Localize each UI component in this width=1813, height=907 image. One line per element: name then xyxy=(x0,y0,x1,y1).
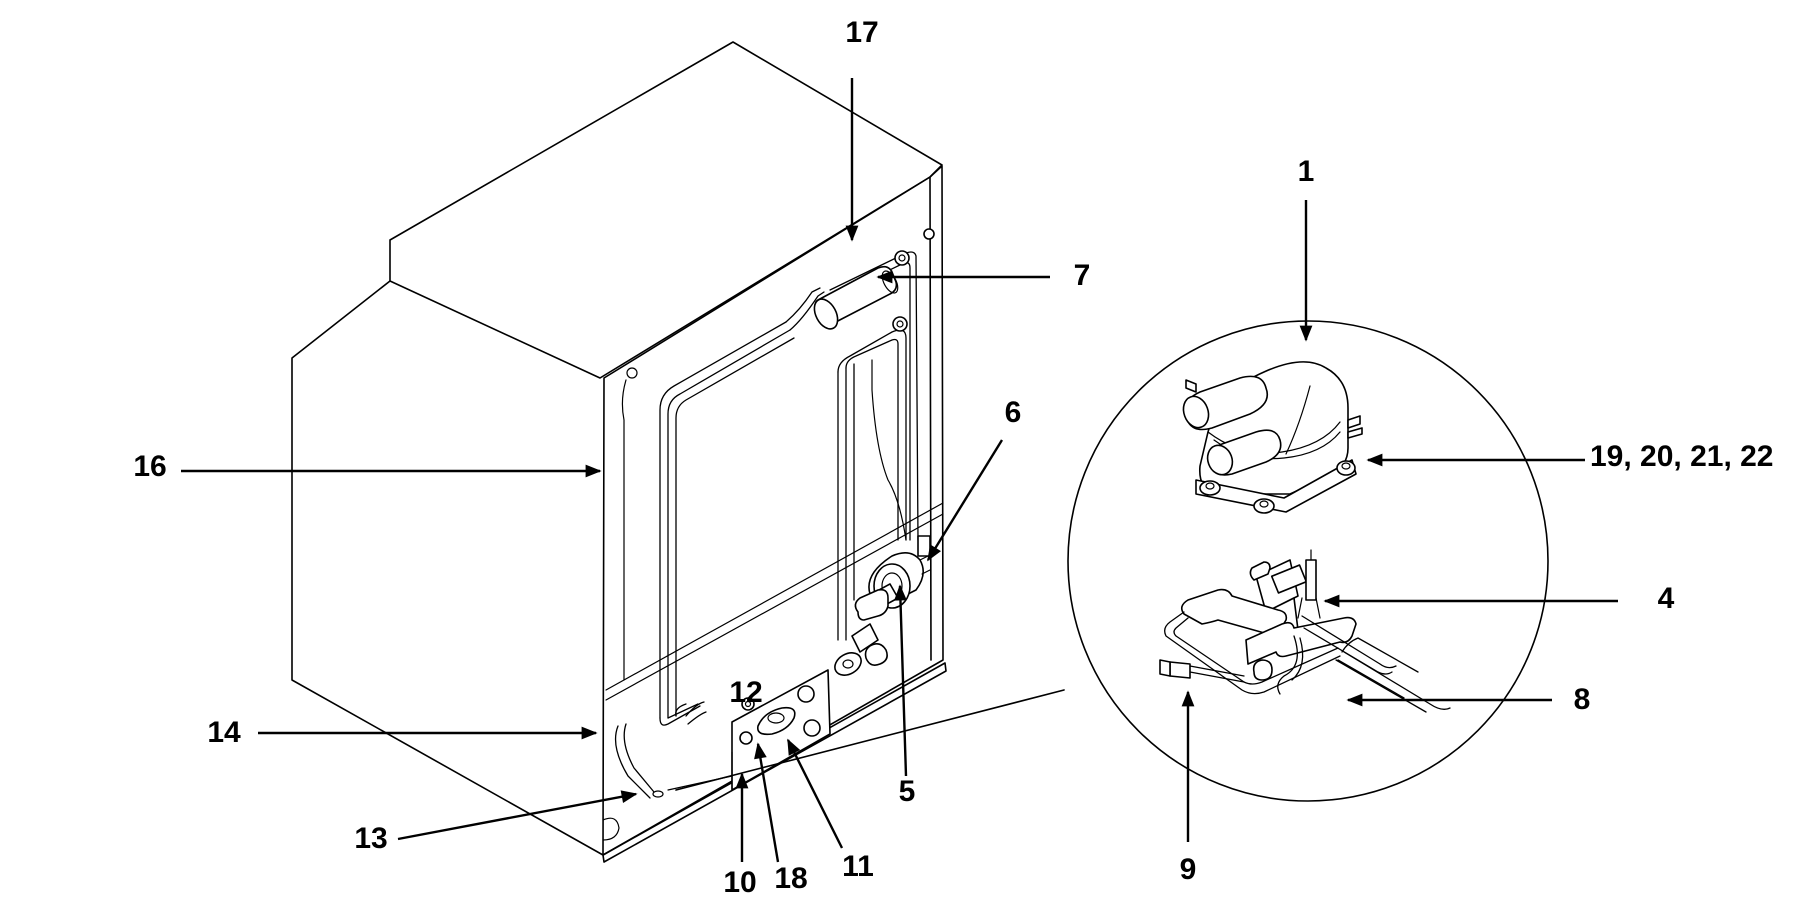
callout-6: 6 xyxy=(1005,396,1022,429)
leader-13 xyxy=(397,790,638,841)
callout-4: 4 xyxy=(1658,582,1675,615)
cabinet-left-upper xyxy=(291,280,604,856)
rear-panel-divider xyxy=(605,513,944,701)
cabinet xyxy=(291,41,947,863)
callout-11: 11 xyxy=(842,850,874,883)
callout-1: 1 xyxy=(1298,155,1315,188)
water-valve-assembly xyxy=(834,359,931,676)
corner-notch xyxy=(602,817,620,841)
callout-10: 10 xyxy=(723,866,756,899)
callout-14: 14 xyxy=(207,716,241,749)
callout-7: 7 xyxy=(1074,259,1091,292)
rear-panel-edge xyxy=(929,176,932,661)
mounting-bracket xyxy=(667,669,831,791)
filter-drier xyxy=(813,228,935,332)
leader-18 xyxy=(754,742,780,863)
callout-12: 12 xyxy=(729,676,762,709)
callout-19-20-21-22: 19, 20, 21, 22 xyxy=(1590,440,1774,473)
detail-tubing xyxy=(1159,588,1451,713)
callout-18: 18 xyxy=(774,862,807,895)
rear-panel xyxy=(602,165,944,856)
leader-6 xyxy=(926,439,1004,562)
detail-view xyxy=(675,320,1549,802)
callout-17: 17 xyxy=(845,16,878,49)
leader-11 xyxy=(786,738,844,849)
callout-5: 5 xyxy=(899,775,916,808)
callout-9: 9 xyxy=(1180,853,1197,886)
left-drain-tube xyxy=(621,379,627,681)
rear-panel-divider-2 xyxy=(605,502,944,691)
callout-16: 16 xyxy=(133,450,166,483)
compressor xyxy=(1182,361,1363,514)
callout-labels: 17 7 1 16 6 19, 20, 21, 22 4 5 8 9 12 14… xyxy=(133,16,1773,899)
detail-circle xyxy=(1067,320,1549,802)
cabinet-top xyxy=(389,41,943,379)
bottom-rail xyxy=(602,662,947,863)
panel-screw xyxy=(626,367,638,379)
callout-13: 13 xyxy=(354,822,387,855)
leader-5 xyxy=(894,584,908,777)
leader-lines xyxy=(181,78,1618,863)
callout-8: 8 xyxy=(1574,683,1591,716)
